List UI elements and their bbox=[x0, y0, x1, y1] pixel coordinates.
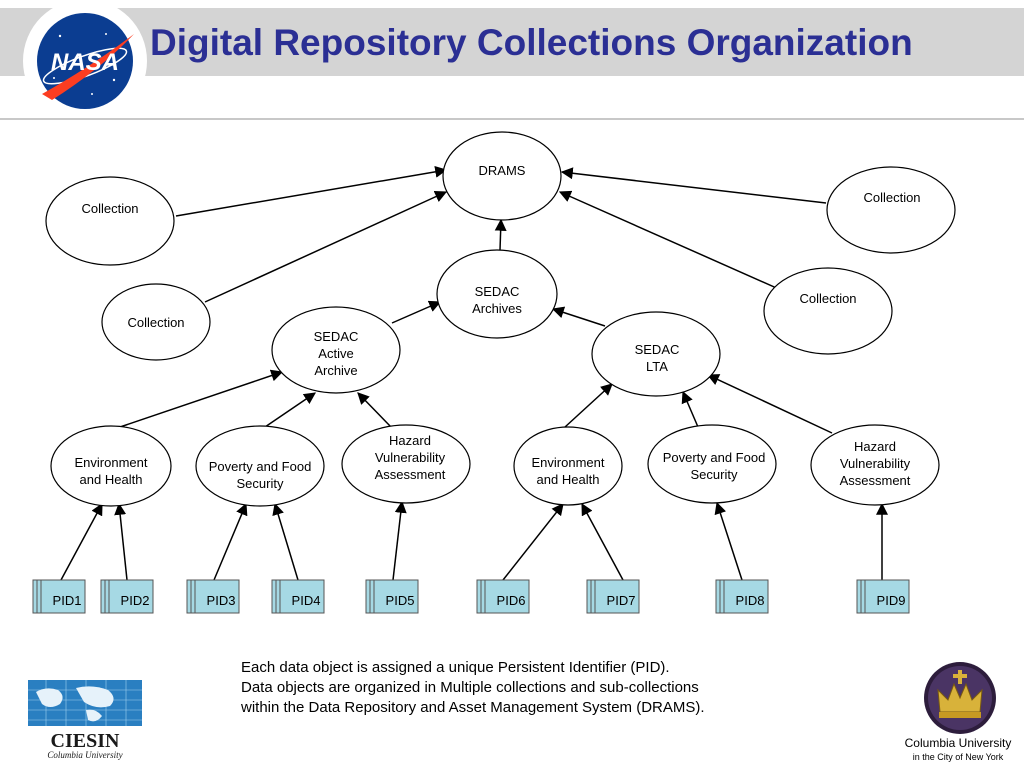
arrow bbox=[558, 190, 791, 295]
arrow bbox=[581, 502, 624, 581]
header-divider bbox=[0, 118, 1024, 120]
hazard-vulnerability-node bbox=[341, 424, 471, 504]
arrow bbox=[264, 392, 316, 428]
pid-box bbox=[365, 579, 419, 614]
sedac-active-archive-label: SEDAC Active Archive bbox=[313, 329, 359, 378]
page-title: Digital Repository Collections Organizat… bbox=[150, 22, 913, 63]
nasa-logo: NASA bbox=[22, 0, 148, 123]
pid-label: PID6 bbox=[496, 593, 526, 608]
nasa-logo-text: NASA bbox=[51, 49, 119, 76]
pid-label: PID2 bbox=[120, 593, 150, 608]
arrow bbox=[551, 306, 606, 327]
poverty-food-security-node bbox=[195, 425, 325, 507]
pid-label: PID9 bbox=[876, 593, 906, 608]
hazard-vulnerability-node bbox=[810, 424, 940, 506]
arrow bbox=[560, 167, 827, 204]
arrow bbox=[114, 502, 128, 581]
collection-label: Collection bbox=[127, 315, 185, 330]
hazard-vulnerability-label: Hazard Vulnerability Assessment bbox=[839, 439, 911, 488]
arrow bbox=[392, 500, 407, 581]
sedac-lta-node bbox=[591, 311, 721, 397]
arrow bbox=[272, 502, 299, 581]
drams-node bbox=[442, 131, 562, 221]
sedac-archives-node bbox=[436, 249, 558, 339]
pid-box bbox=[856, 579, 910, 614]
pid-box bbox=[32, 579, 86, 614]
pid-label: PID5 bbox=[385, 593, 415, 608]
collection-label: Collection bbox=[81, 201, 139, 216]
pid-label: PID3 bbox=[206, 593, 236, 608]
arrow bbox=[60, 502, 103, 581]
arrow bbox=[175, 165, 448, 217]
caption-line: Data objects are organized in Multiple c… bbox=[241, 679, 699, 696]
collection-label: Collection bbox=[863, 190, 921, 205]
pid-box bbox=[586, 579, 640, 614]
columbia-logo bbox=[902, 660, 1014, 764]
caption: Each data object is assigned a unique Pe… bbox=[241, 658, 705, 718]
collection-node bbox=[826, 166, 956, 254]
arrow bbox=[564, 383, 613, 428]
arrow bbox=[204, 191, 448, 303]
pid-box bbox=[271, 579, 325, 614]
arrow bbox=[706, 374, 833, 434]
ciesin-logo: CIESIN Columbia University bbox=[26, 680, 144, 760]
sedac-archives-label: SEDAC Archives bbox=[472, 284, 522, 316]
arrow bbox=[681, 390, 699, 428]
collection-node bbox=[763, 267, 893, 355]
arrow-group bbox=[60, 165, 888, 581]
arrow bbox=[391, 300, 442, 324]
environment-health-label: Environment and Health bbox=[531, 455, 605, 487]
pid-label: PID1 bbox=[52, 593, 82, 608]
arrow bbox=[494, 218, 507, 251]
arrow bbox=[357, 392, 392, 428]
poverty-food-security-label: Poverty and Food Security bbox=[662, 450, 766, 482]
pid-label: PID7 bbox=[606, 593, 636, 608]
drams-label: DRAMS bbox=[478, 163, 526, 178]
pid-box bbox=[476, 579, 530, 614]
pid-box bbox=[100, 579, 154, 614]
sedac-active-archive-node bbox=[271, 306, 401, 394]
caption-line: Each data object is assigned a unique Pe… bbox=[241, 659, 670, 676]
arrow bbox=[502, 503, 564, 581]
poverty-food-security-node bbox=[647, 424, 777, 504]
collection-label: Collection bbox=[799, 291, 857, 306]
pid-label: PID4 bbox=[291, 593, 321, 608]
header-grey-bar bbox=[0, 8, 1024, 76]
arrow bbox=[714, 501, 743, 581]
ciesin-logo-subtext: Columbia University bbox=[47, 750, 122, 760]
collection-node bbox=[45, 176, 175, 266]
environment-health-node bbox=[50, 425, 172, 507]
pid-box bbox=[186, 579, 240, 614]
environment-health-label: Environment and Health bbox=[74, 455, 148, 487]
arrow bbox=[119, 369, 284, 428]
pid-label: PID8 bbox=[735, 593, 765, 608]
columbia-name: Columbia University bbox=[904, 736, 1012, 750]
collection-node bbox=[101, 283, 211, 361]
ciesin-logo-text: CIESIN bbox=[51, 730, 120, 752]
poverty-food-security-label: Poverty and Food Security bbox=[208, 459, 312, 491]
arrow bbox=[213, 502, 248, 581]
columbia-subtitle: in the City of New York bbox=[912, 752, 1004, 762]
hazard-vulnerability-label: Hazard Vulnerability Assessment bbox=[374, 433, 446, 482]
pid-box bbox=[715, 579, 769, 614]
sedac-lta-label: SEDAC LTA bbox=[634, 342, 680, 374]
caption-line: within the Data Repository and Asset Man… bbox=[241, 699, 705, 716]
environment-health-node bbox=[513, 426, 623, 506]
